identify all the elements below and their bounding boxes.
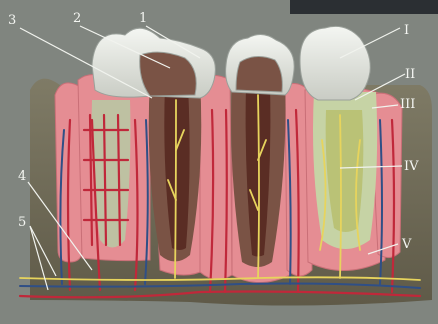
label-I: I — [404, 23, 409, 38]
label-V: V — [401, 237, 412, 252]
label-4: 4 — [18, 169, 26, 184]
top-dark-strip — [290, 0, 438, 14]
label-IV: IV — [404, 159, 419, 174]
label-3: 3 — [8, 13, 16, 28]
crown-tooth-4 — [300, 26, 370, 100]
label-2: 2 — [73, 11, 81, 26]
label-III: III — [400, 97, 415, 112]
label-5: 5 — [18, 215, 26, 230]
label-II: II — [405, 67, 415, 82]
label-1: 1 — [139, 11, 147, 26]
crown-dentin-tooth-3 — [236, 56, 282, 92]
